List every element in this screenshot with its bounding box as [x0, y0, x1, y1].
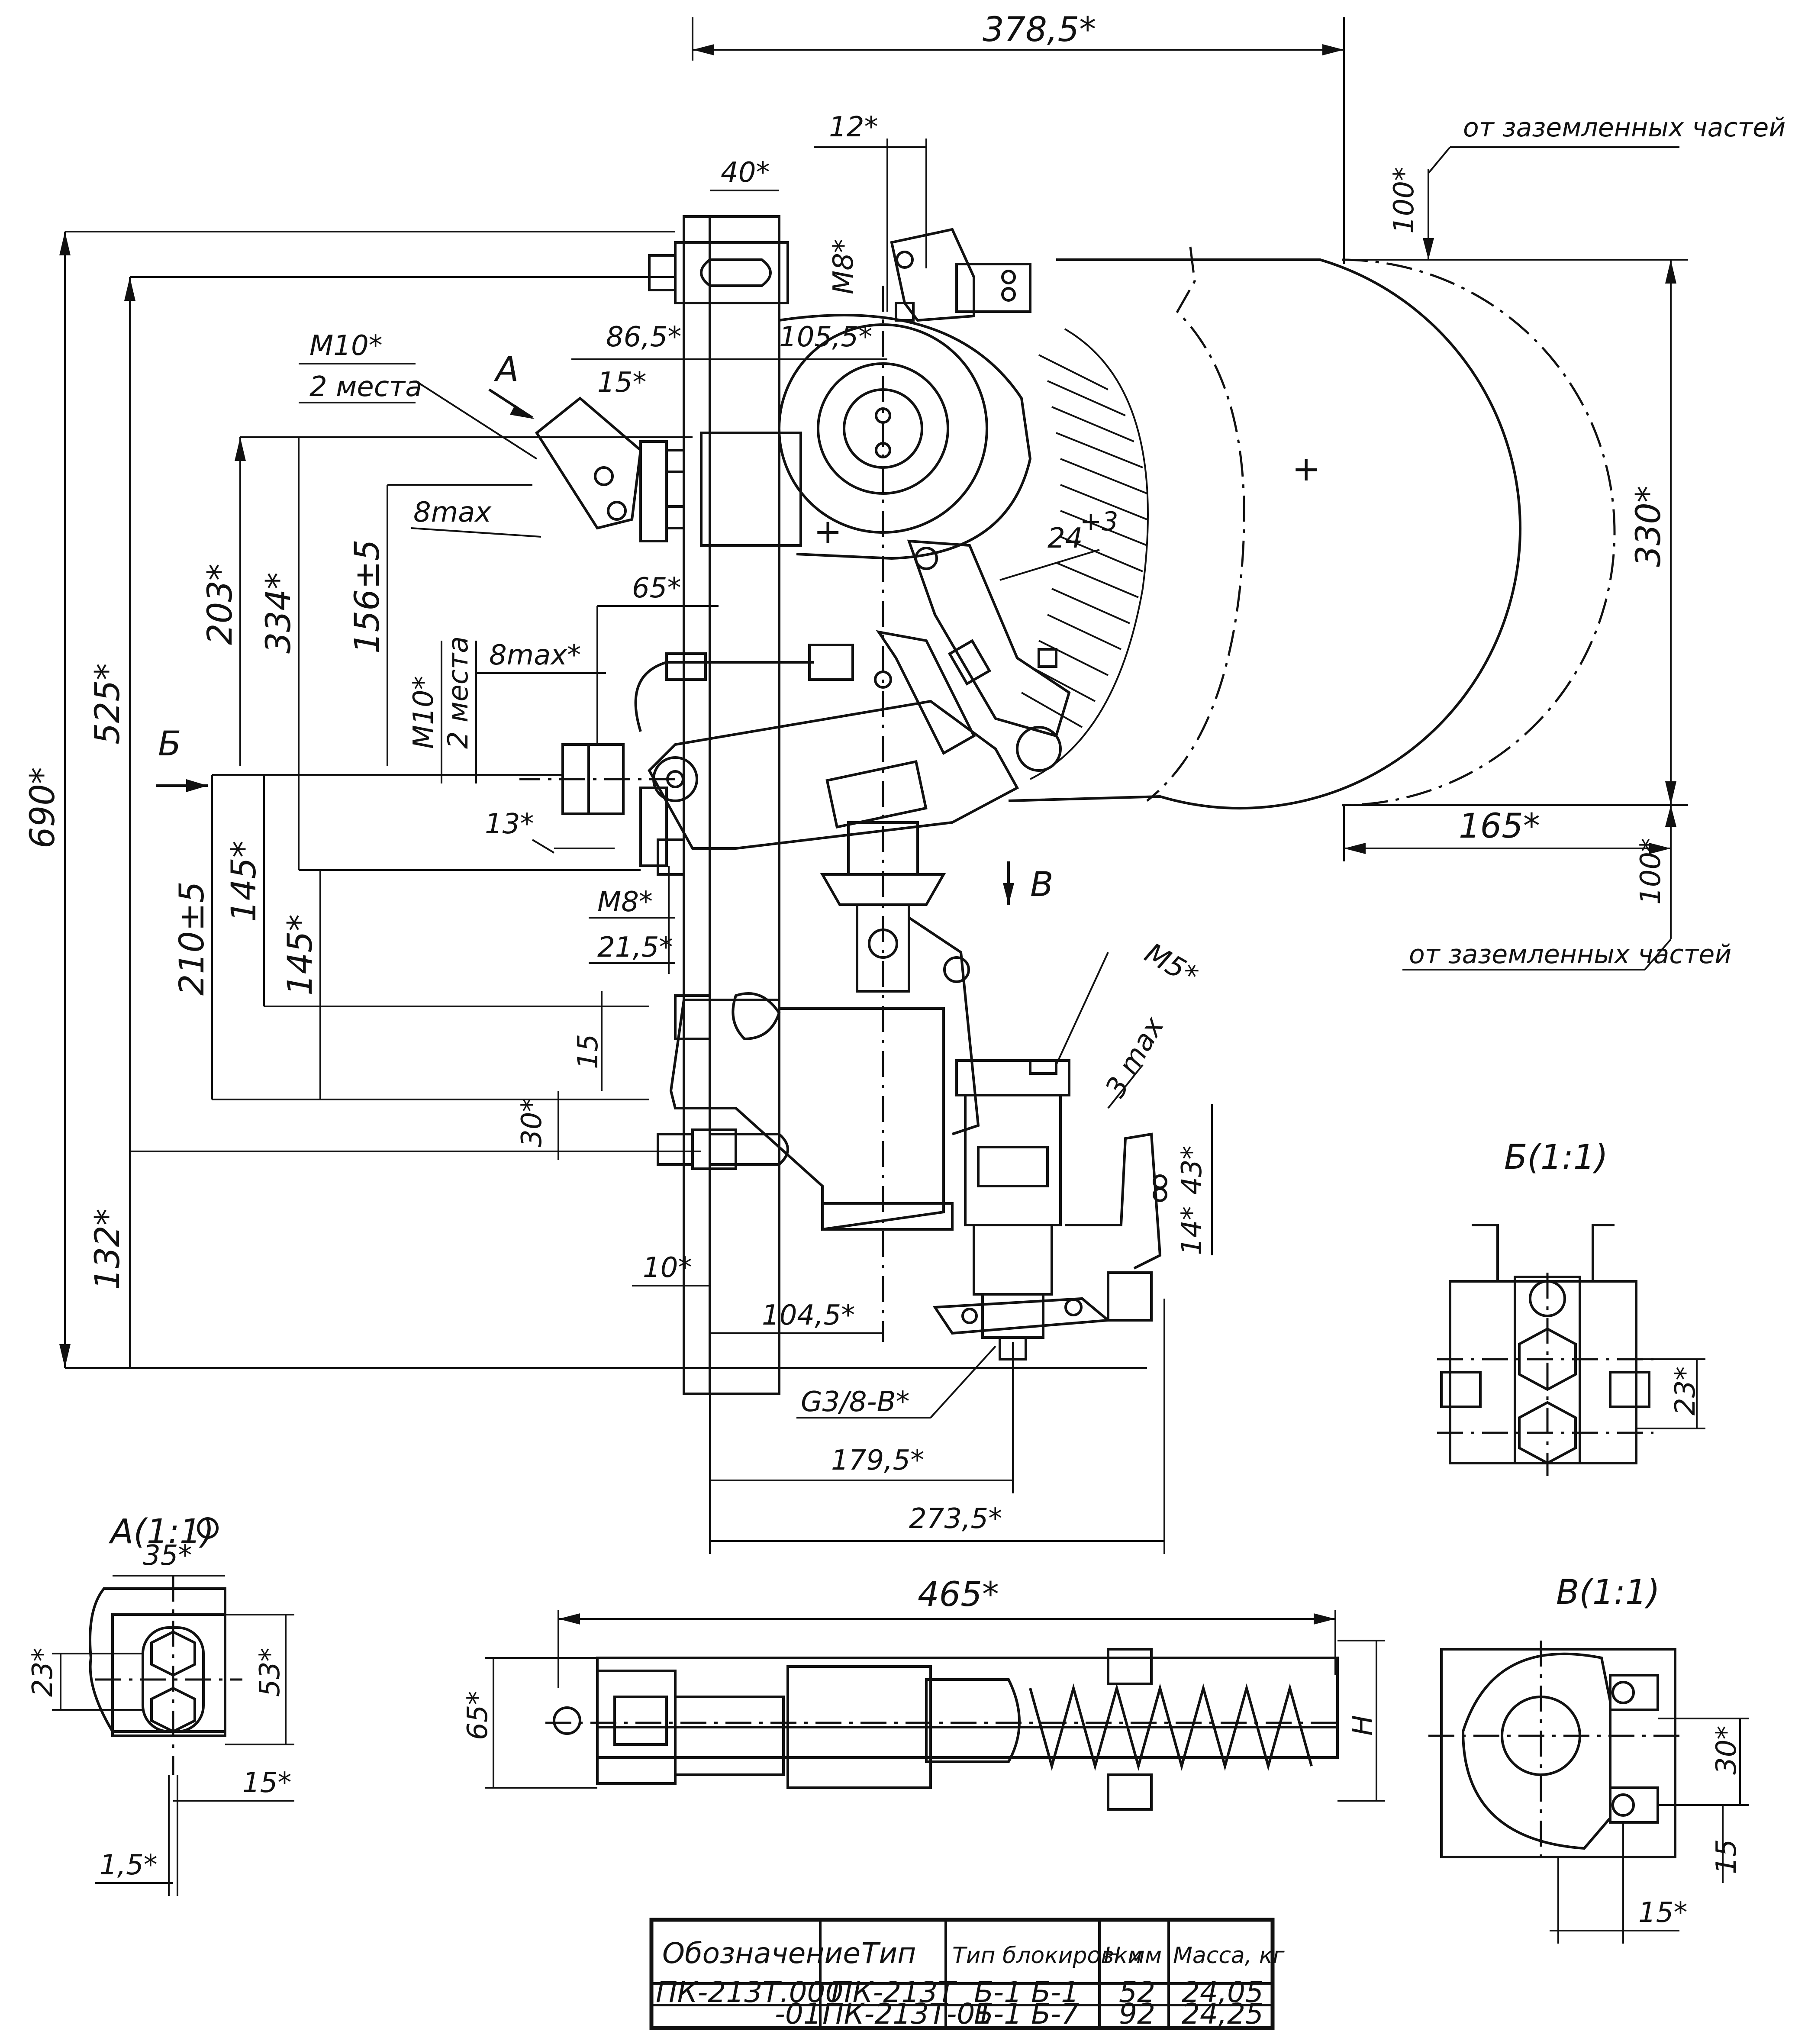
dim-86-5: 86,5* [606, 321, 682, 353]
dim-690: 690* [23, 767, 62, 848]
dim-525: 525* [88, 663, 127, 745]
dim-165: 165* [1459, 807, 1540, 846]
spec-table: Обозначение Тип Тип блокировки H мм Масс… [649, 1918, 1285, 2031]
dim-14: 14* [1176, 1206, 1208, 1255]
table-cell-r1-c3: 92 [1119, 1997, 1155, 2031]
dim-10: 10* [643, 1252, 692, 1284]
dim-30: 30* [516, 1098, 548, 1147]
dim-13: 13* [485, 808, 534, 840]
mid-terminal [561, 743, 685, 876]
view-a-marker: А [493, 350, 519, 389]
view-v-marker: В [1030, 865, 1054, 904]
table-cell-r0-c4: 24,05 [1182, 1976, 1263, 2009]
dim-203: 203* [201, 564, 240, 645]
table-cell-r0-c3: 52 [1119, 1976, 1155, 2009]
top-view-dim-465: 465* [918, 1575, 999, 1614]
dim-15-mid: 15 [572, 1034, 604, 1069]
label-grounded-bottom: от заземленных частей [1409, 939, 1731, 970]
label-m5: M5* [1139, 937, 1203, 993]
view-a-dim-23: 23* [27, 1648, 59, 1697]
table-cell-r1-c2: Б-1 Б-7 [974, 1997, 1079, 2031]
dim-15-top: 15* [597, 367, 646, 399]
table-header-type: Тип [861, 1937, 916, 1970]
label-m10-b: M10* [408, 676, 440, 749]
left-terminal [535, 397, 685, 542]
view-a-dim-15: 15* [242, 1767, 291, 1799]
table-header-lock-type: Тип блокировки [952, 1943, 1142, 1969]
label-2-places-a: 2 места [309, 371, 422, 403]
dim-65-mid: 65* [632, 572, 681, 604]
dim-145-b: 145* [281, 914, 320, 996]
dim-12: 12* [829, 111, 878, 143]
dim-132: 132* [88, 1209, 127, 1290]
label-m8-b: M8* [597, 886, 653, 918]
spring [1029, 1683, 1313, 1771]
top-view-dim-65: 65* [462, 1691, 494, 1740]
insulator [820, 821, 980, 1135]
table-header-designation: Обозначение [662, 1937, 860, 1970]
view-a-dim-35: 35* [143, 1540, 192, 1572]
top-bracket [648, 241, 789, 304]
view-a: А(1:1) 35* 23* 53* 15* 1,5* [27, 1512, 294, 1896]
table-header-h-mm: H мм [1104, 1943, 1162, 1969]
top-latch [890, 228, 1031, 322]
label-2-places-b: 2 места [442, 636, 474, 749]
view-v-dim-15: 15 [1711, 1839, 1743, 1874]
dim-104-5: 104,5* [762, 1299, 855, 1332]
dim-24: 24 [1047, 522, 1083, 555]
label-m8-top: M8* [828, 239, 860, 294]
dim-145-a: 145* [225, 841, 264, 922]
dim-179-5: 179,5* [831, 1444, 924, 1477]
dim-156: 156±5 [348, 539, 387, 654]
label-8max-a: 8max [413, 496, 492, 529]
table-cell-r1-c0: -01 [775, 1997, 822, 2031]
dim-105-5: 105,5* [779, 321, 872, 353]
table-cell-r0-c1: ПК-213Т [831, 1976, 957, 2009]
label-3max: 3 max [1099, 1011, 1171, 1103]
dim-24-tolerance: +3 [1080, 506, 1118, 537]
dim-21-5: 21,5* [597, 932, 673, 964]
label-m10-a: M10* [309, 330, 383, 362]
label-g38: G3/8-B* [801, 1386, 910, 1418]
dim-330: 330* [1629, 486, 1668, 567]
table-cell-r0-c2: Б-1 Б-1 [974, 1976, 1079, 2009]
contact-fins [1021, 354, 1147, 728]
center-plus-right: + [1292, 450, 1320, 489]
view-v-title: В(1:1) [1556, 1573, 1660, 1612]
actuator-cylinder [932, 1059, 1167, 1361]
table-header-mass: Масса, кг [1173, 1943, 1285, 1969]
dim-210: 210±5 [173, 881, 212, 996]
lever-arm [634, 539, 1071, 850]
view-b-title: Б(1:1) [1504, 1138, 1608, 1177]
view-b-marker: Б [158, 725, 181, 764]
view-v: В(1:1) 30* 15 15* [1428, 1573, 1749, 1944]
view-v-dim-15b: 15* [1638, 1897, 1687, 1929]
view-v-dim-30: 30* [1711, 1726, 1743, 1775]
dim-334: 334* [259, 572, 298, 654]
label-grounded-top: от заземленных частей [1463, 113, 1785, 143]
dim-378-5: 378,5* [983, 10, 1096, 49]
main-assembly-view: 378,5* 690* 525* 132* 203* 334* 156±5 Б … [23, 10, 1785, 1554]
view-a-dim-1-5: 1,5* [100, 1849, 158, 1881]
table-cell-r1-c4: 24,25 [1182, 1997, 1263, 2031]
table-cell-r1-c1: ПК-213Т-01 [822, 1997, 993, 2031]
base-body [657, 992, 954, 1231]
top-view-h: H [1347, 1715, 1379, 1736]
view-b-dim-23: 23* [1669, 1367, 1702, 1415]
view-a-dim-53: 53* [254, 1648, 286, 1697]
view-a-title: А(1:1) [108, 1512, 214, 1551]
top-view: 465* 65* H [462, 1575, 1385, 1811]
svg-text:+: + [814, 513, 842, 551]
dim-273-5: 273,5* [909, 1503, 1002, 1535]
dim-100-top: 100* [1388, 167, 1420, 234]
label-8max-b: 8max* [489, 639, 581, 671]
dim-100-bottom: 100* [1635, 838, 1667, 905]
view-b: Б(1:1) 23* [1437, 1138, 1705, 1476]
dim-43: 43* [1176, 1146, 1208, 1195]
dim-40: 40* [721, 157, 770, 189]
table-cell-r0-c0: ПК-213Т.000 [656, 1976, 844, 2009]
